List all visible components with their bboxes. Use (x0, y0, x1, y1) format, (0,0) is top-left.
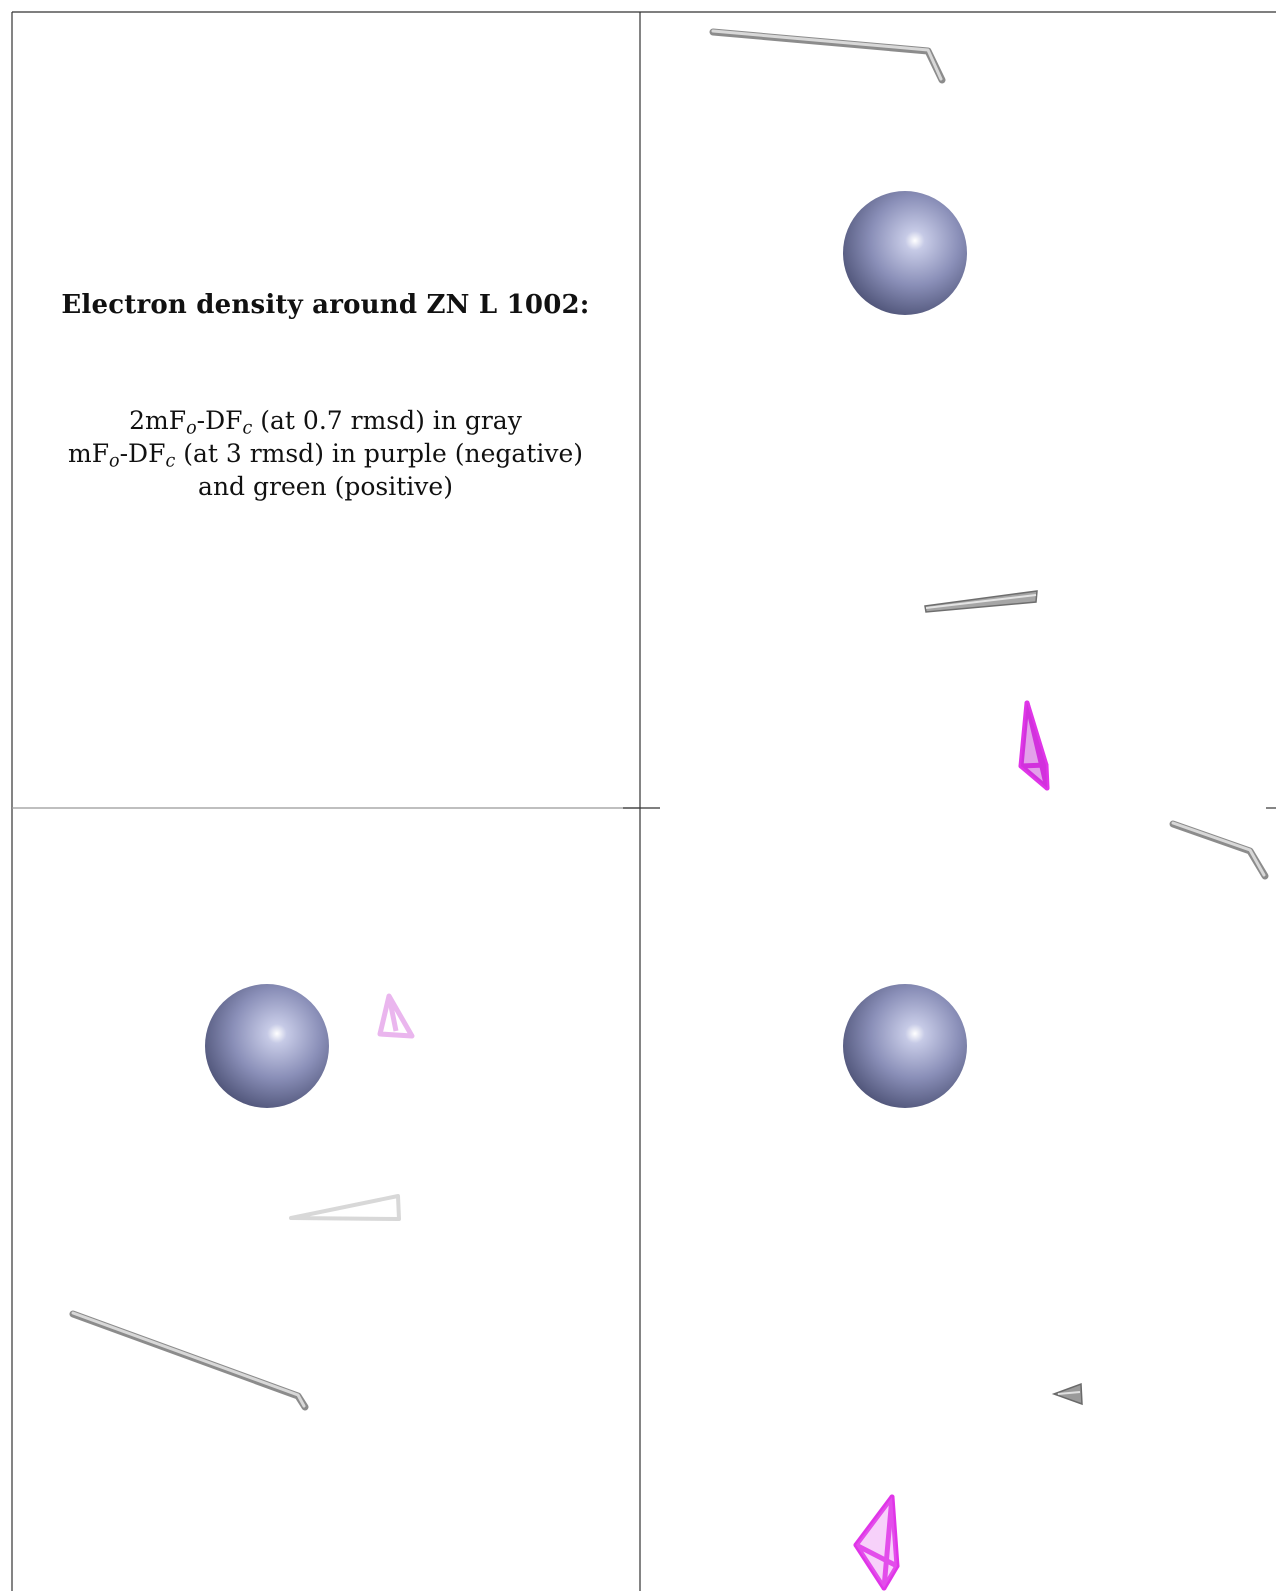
view-top-right (709, 28, 1050, 791)
legend-panel: Electron density around ZN L 1002: 2mFo-… (12, 12, 639, 807)
gray-density-rod (1169, 820, 1269, 880)
legend-line2-a-sub: o (109, 451, 120, 472)
gray-density-wedge (924, 590, 1038, 613)
legend-line1-c: (at 0.7 rmsd) in gray (252, 406, 522, 435)
view-bottom-left (69, 984, 415, 1411)
legend-description: 2mFo-DFc (at 0.7 rmsd) in gray mFo-DFc (… (12, 404, 639, 503)
zinc-ion-sphere (843, 984, 967, 1108)
legend-line1-a-sub: o (186, 418, 197, 439)
view-bottom-right (843, 820, 1269, 1591)
zinc-ion-sphere (843, 191, 967, 315)
zinc-ion-sphere (205, 984, 329, 1108)
legend-line2-b: -DF (119, 439, 166, 468)
legend-line2-a: mF (67, 439, 110, 468)
gray-density-small (1051, 1382, 1083, 1406)
legend-line2-c: (at 3 rmsd) in purple (negative) (175, 439, 584, 468)
gray-density-rod (709, 28, 946, 84)
legend-line-2mfo-dfc: 2mFo-DFc (at 0.7 rmsd) in gray (12, 404, 639, 437)
purple-negative-density (853, 1494, 900, 1591)
legend-line-mfo-dfc: mFo-DFc (at 3 rmsd) in purple (negative) (12, 437, 639, 470)
legend-line2-b-sub: c (165, 451, 176, 472)
purple-negative-density (1018, 700, 1050, 791)
gray-density-rod (69, 1310, 309, 1411)
table-grid (11, 11, 1276, 1591)
gray-density-wedge (289, 1194, 401, 1221)
legend-line-green: and green (positive) (198, 472, 453, 501)
purple-negative-density-faded (377, 993, 415, 1039)
legend-line1-b: -DF (196, 406, 243, 435)
legend-line1-b-sub: c (242, 418, 253, 439)
legend-title: Electron density around ZN L 1002: (61, 290, 590, 320)
legend-line1-a: 2mF (129, 406, 187, 435)
